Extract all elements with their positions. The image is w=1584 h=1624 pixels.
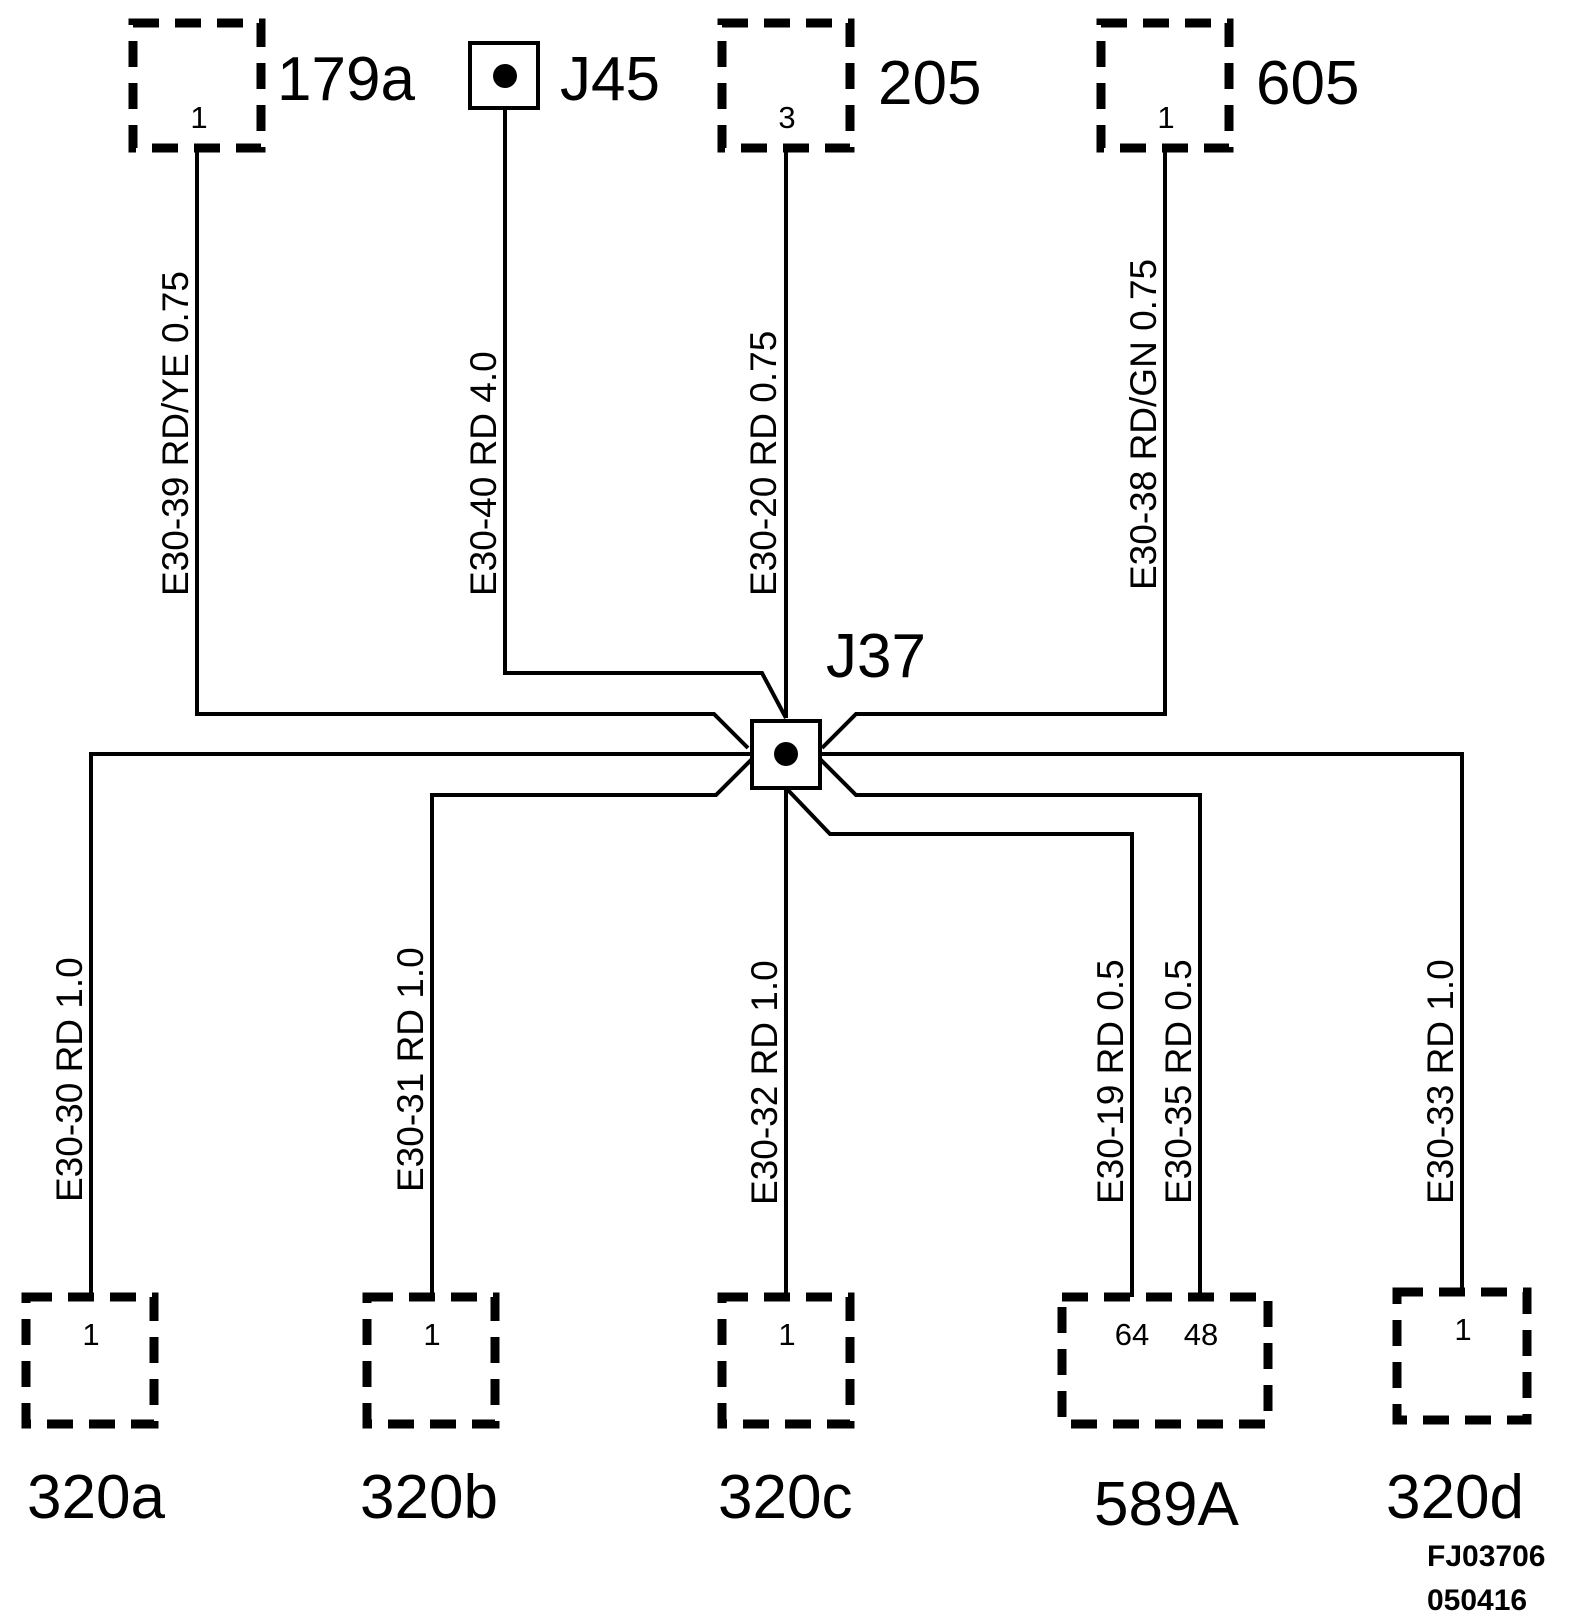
wire-label-205: E30-20 RD 0.75 <box>743 331 784 596</box>
splice-label: J45 <box>560 45 660 114</box>
wire-label-589a-48: E30-35 RD 0.5 <box>1158 959 1199 1204</box>
wire-320a <box>89 752 752 1297</box>
figure-code: FJ03706 050416 <box>1427 1540 1545 1617</box>
wire-320b <box>430 757 754 1297</box>
wire-label-320d: E30-33 RD 1.0 <box>1420 959 1461 1204</box>
figure-code-line-2: 050416 <box>1427 1584 1527 1617</box>
wire-label-589a-64: E30-19 RD 0.5 <box>1090 959 1131 1204</box>
wire-label-320b: E30-31 RD 1.0 <box>390 947 431 1192</box>
connector-label: 179a <box>277 45 415 114</box>
wire-589a-64 <box>784 786 1134 1297</box>
splice-label: J37 <box>826 622 926 691</box>
pin-label: 64 <box>1115 1317 1149 1352</box>
wire-605 <box>820 148 1167 750</box>
connector-label: 205 <box>878 49 981 118</box>
connector-589a: 64 48 589A <box>1057 1292 1273 1539</box>
pin-label: 1 <box>82 1317 99 1352</box>
connector-label: 320c <box>718 1463 852 1532</box>
connector-605: 1 605 <box>1096 18 1359 153</box>
wire-labels: E30-39 RD/YE 0.75 E30-40 RD 4.0 E30-20 R… <box>49 259 1461 1205</box>
wire-label-320a: E30-30 RD 1.0 <box>49 957 90 1202</box>
wire-label-320c: E30-32 RD 1.0 <box>744 960 785 1205</box>
pin-label: 1 <box>423 1317 440 1352</box>
connector-label: 589A <box>1094 1470 1239 1539</box>
splice-dot <box>493 64 517 88</box>
wire-j45 <box>503 82 788 719</box>
wire-label-605: E30-38 RD/GN 0.75 <box>1123 259 1164 590</box>
connector-320a: 1 320a <box>21 1292 165 1532</box>
connector-205: 3 205 <box>717 18 981 153</box>
pin-label: 1 <box>778 1317 795 1352</box>
wire-589a-48 <box>818 757 1202 1297</box>
wire-320d <box>820 752 1464 1292</box>
connector-label: 320d <box>1386 1463 1524 1532</box>
connector-320d: 1 320d <box>1386 1287 1532 1532</box>
splice-j37: J37 <box>750 622 926 790</box>
wires <box>89 82 1464 1297</box>
pin-label: 1 <box>1454 1312 1471 1347</box>
wire-179a <box>195 148 750 750</box>
connector-label: 320a <box>27 1463 165 1532</box>
connector-320c: 1 320c <box>717 1292 855 1532</box>
pin-label: 1 <box>190 100 207 135</box>
connector-320b: 1 320b <box>360 1292 500 1532</box>
wire-label-179a: E30-39 RD/YE 0.75 <box>155 271 196 596</box>
connector-label: 605 <box>1256 49 1359 118</box>
connector-179a: 1 179a <box>128 18 415 153</box>
pin-label: 3 <box>778 100 795 135</box>
connector-label: 320b <box>360 1463 498 1532</box>
wire-label-j45: E30-40 RD 4.0 <box>463 351 504 596</box>
splice-j45: J45 <box>468 41 660 114</box>
splice-dot <box>774 742 798 766</box>
pin-label: 48 <box>1184 1317 1218 1352</box>
pin-label: 1 <box>1157 100 1174 135</box>
figure-code-line-1: FJ03706 <box>1427 1540 1545 1573</box>
